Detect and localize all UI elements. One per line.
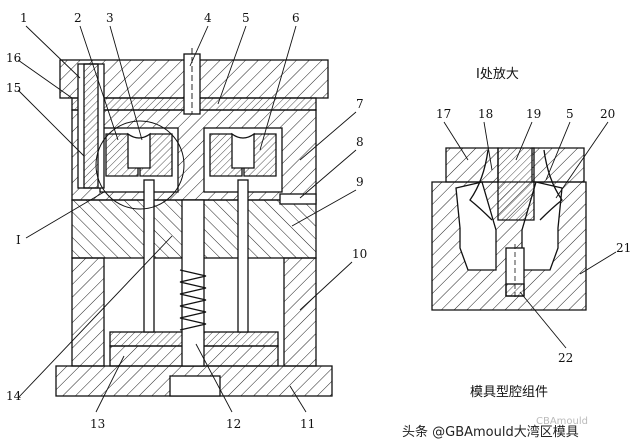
label-7: 7: [356, 97, 364, 111]
detail-label-19: 19: [526, 107, 541, 121]
insert-right-core: [231, 132, 255, 169]
guide-pin: [83, 63, 99, 189]
detail-insert-17: [445, 147, 499, 183]
label-11: 11: [300, 417, 315, 431]
label-14: 14: [6, 389, 22, 403]
ejector-pin-left: [143, 179, 155, 333]
ejector-pin-right: [237, 179, 249, 333]
detail-label-21: 21: [616, 241, 631, 255]
insert-left-core: [127, 132, 151, 169]
watermark-text: 头条 @GBAmould大湾区模具: [402, 424, 579, 440]
detail-core-19: [497, 147, 535, 221]
detail-label-5: 5: [566, 107, 574, 121]
label-3: 3: [106, 11, 114, 25]
label-I: I: [16, 233, 21, 247]
label-2: 2: [74, 11, 82, 25]
detail-label-group: 17 18 19 5 20 21 22: [436, 107, 631, 365]
detail-caption: 模具型腔组件: [470, 385, 548, 400]
label-13: 13: [90, 417, 105, 431]
label-8: 8: [356, 135, 364, 149]
label-16: 16: [6, 51, 21, 65]
support-block-right: [283, 257, 317, 367]
detail-label-20: 20: [600, 107, 615, 121]
cooling-channel: [279, 193, 317, 205]
return-spring: [179, 269, 207, 331]
detail-label-22: 22: [558, 351, 573, 365]
label-12: 12: [226, 417, 241, 431]
label-4: 4: [204, 11, 212, 25]
main-label-group: 1 2 3 4 5 6 7 8 9 10 11 12 13 14 15 16 I: [6, 11, 367, 431]
label-10: 10: [352, 247, 367, 261]
detail-title: I处放大: [476, 67, 519, 82]
main-leaders: [17, 25, 357, 413]
detail-insert-20: [531, 147, 585, 183]
label-1: 1: [20, 11, 28, 25]
detail-slider-5: [539, 149, 563, 221]
detail-label-18: 18: [478, 107, 493, 121]
label-15: 15: [6, 81, 21, 95]
label-9: 9: [356, 175, 364, 189]
detail-slider-18: [469, 149, 493, 221]
watermark-logo: CBAmould: [536, 416, 588, 427]
detail-cavity-left: [455, 181, 497, 271]
main-assembly: [55, 48, 333, 397]
detail-label-17: 17: [436, 107, 451, 121]
ejector-hole: [169, 375, 221, 397]
detail-leaders: [443, 121, 617, 349]
label-6: 6: [292, 11, 300, 25]
label-5: 5: [242, 11, 250, 25]
detail-assembly: [431, 147, 587, 311]
detail-circle-I: [95, 120, 185, 210]
